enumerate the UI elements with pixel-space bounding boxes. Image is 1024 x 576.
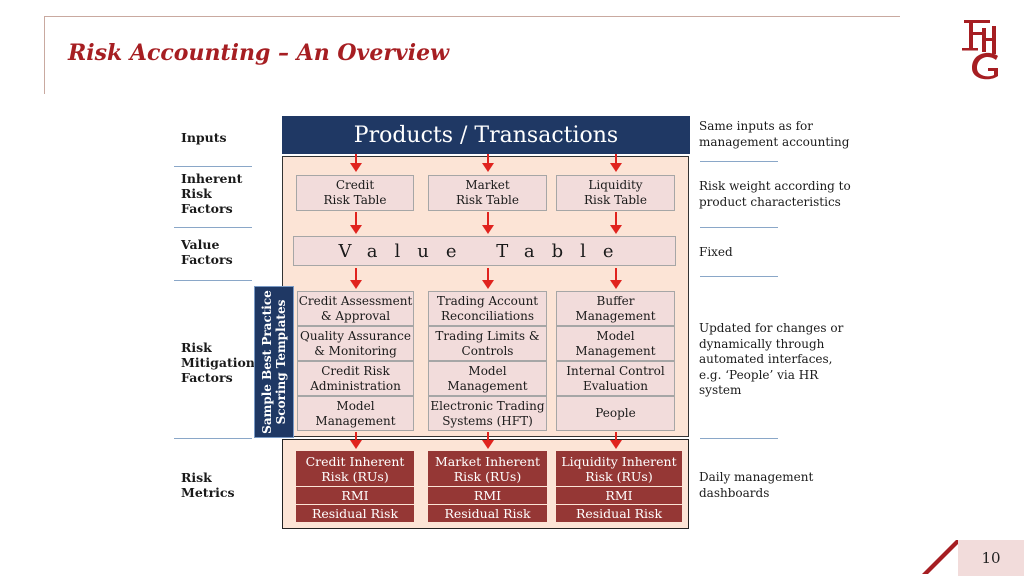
arrow-head-icon bbox=[482, 280, 494, 289]
mitigation-cell: Credit Assessment& Approval bbox=[297, 291, 414, 326]
arrow-head-icon bbox=[482, 225, 494, 234]
arrow-shaft bbox=[615, 268, 617, 281]
page-number: 10 bbox=[958, 540, 1024, 576]
market-residual-risk: Residual Risk bbox=[428, 505, 547, 522]
arrow-shaft bbox=[487, 212, 489, 226]
arrow-head-icon bbox=[482, 163, 494, 172]
arrow-shaft bbox=[355, 154, 357, 164]
separator bbox=[174, 438, 252, 439]
arrow-head-icon bbox=[610, 280, 622, 289]
liquidity-rmi: RMI bbox=[556, 487, 682, 504]
top-rule bbox=[44, 16, 900, 17]
corner-slash-icon bbox=[922, 540, 962, 574]
credit-rmi: RMI bbox=[296, 487, 414, 504]
arrow-head-icon bbox=[350, 163, 362, 172]
liquidity-residual-risk: Residual Risk bbox=[556, 505, 682, 522]
separator bbox=[700, 438, 778, 439]
arrow-head-icon bbox=[350, 280, 362, 289]
separator bbox=[700, 276, 778, 277]
arrow-head-icon bbox=[610, 440, 622, 449]
arrow-shaft bbox=[487, 268, 489, 281]
fhg-monogram-logo bbox=[962, 20, 998, 80]
value-table: Value Table bbox=[293, 236, 676, 266]
arrow-head-icon bbox=[350, 440, 362, 449]
arrow-shaft bbox=[615, 154, 617, 164]
products-transactions-header: Products / Transactions bbox=[282, 116, 690, 154]
separator bbox=[700, 161, 778, 162]
mitigation-cell: Trading Limits &Controls bbox=[428, 326, 547, 361]
row-label-inputs: Inputs bbox=[181, 130, 227, 145]
arrow-head-icon bbox=[610, 163, 622, 172]
arrow-head-icon bbox=[482, 440, 494, 449]
arrow-head-icon bbox=[350, 225, 362, 234]
arrow-shaft bbox=[355, 268, 357, 281]
note-value: Fixed bbox=[699, 245, 733, 259]
arrow-shaft bbox=[355, 432, 357, 441]
arrow-shaft bbox=[487, 432, 489, 441]
separator bbox=[174, 166, 252, 167]
separator bbox=[174, 280, 252, 281]
credit-residual-risk: Residual Risk bbox=[296, 505, 414, 522]
mitigation-cell: People bbox=[556, 396, 675, 431]
market-rmi: RMI bbox=[428, 487, 547, 504]
separator bbox=[174, 227, 252, 228]
slide-title: Risk Accounting – An Overview bbox=[68, 40, 450, 66]
left-rule bbox=[44, 16, 45, 94]
mitigation-cell: Quality Assurance& Monitoring bbox=[297, 326, 414, 361]
arrow-shaft bbox=[615, 432, 617, 441]
arrow-shaft bbox=[615, 212, 617, 226]
arrow-shaft bbox=[487, 154, 489, 164]
separator bbox=[700, 227, 778, 228]
arrow-head-icon bbox=[610, 225, 622, 234]
arrow-shaft bbox=[355, 212, 357, 226]
